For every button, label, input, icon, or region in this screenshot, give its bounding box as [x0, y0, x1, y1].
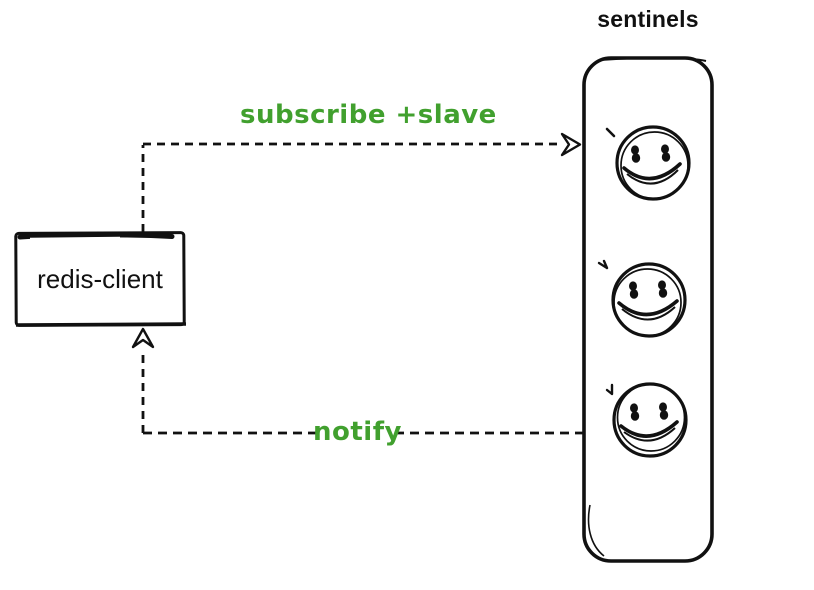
subscribe-arrow	[141, 132, 582, 232]
tick-mark	[597, 259, 609, 270]
sentinels-title: sentinels	[597, 6, 699, 32]
sentinels-box	[582, 56, 714, 563]
smiley-face-icon	[605, 125, 691, 201]
smiley-mouth	[617, 299, 679, 321]
smiley-face-icon	[597, 259, 687, 338]
tick-mark	[605, 383, 614, 396]
client-box	[14, 231, 187, 327]
notify-arrow	[131, 327, 584, 435]
notify-label: notify	[313, 417, 402, 447]
client-label: redis-client	[37, 264, 163, 294]
arrowhead-right-icon	[560, 132, 582, 157]
smiley-face-icon	[605, 382, 688, 458]
smiley-mouth	[622, 162, 682, 185]
smiley-eyes	[631, 144, 671, 163]
smiley-eyes	[630, 402, 669, 421]
smiley-mouth	[619, 420, 679, 442]
arrowhead-up-icon	[131, 327, 155, 349]
subscribe-label: subscribe +slave	[240, 100, 497, 130]
tick-mark	[605, 127, 616, 138]
smiley-eyes	[629, 280, 668, 299]
